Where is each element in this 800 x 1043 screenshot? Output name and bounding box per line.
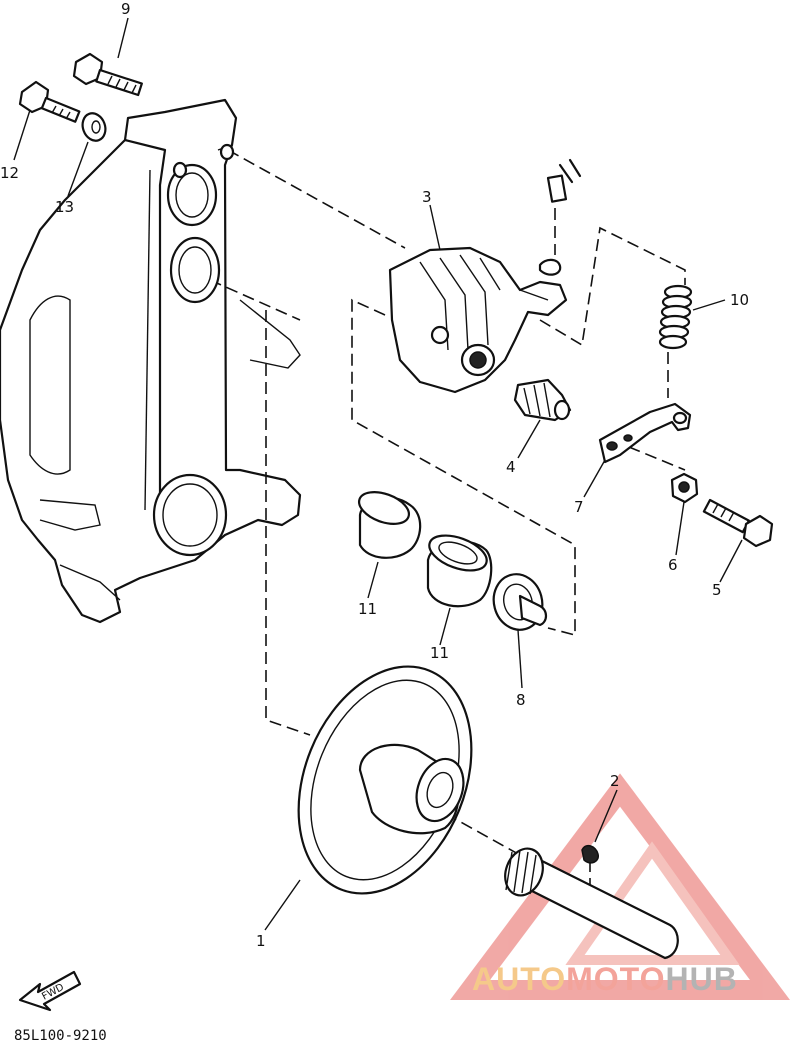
callout-11a: 11: [358, 600, 377, 618]
callout-12: 12: [0, 164, 19, 182]
bolt-12-icon: [18, 80, 81, 123]
callout-1: 1: [256, 932, 266, 950]
callout-9: 9: [121, 0, 131, 18]
key-2-icon: [581, 844, 599, 864]
diagram-code: 85L100-9210: [14, 1028, 107, 1043]
callout-3: 3: [422, 188, 432, 206]
callout-2: 2: [610, 772, 620, 790]
callout-8: 8: [516, 691, 526, 709]
nut-6-icon: [670, 472, 699, 504]
callout-11b: 11: [430, 644, 449, 662]
bracket-3: [388, 246, 568, 394]
lever-plate-7: [598, 402, 692, 464]
watermark-moto: MOTO: [566, 961, 665, 997]
callout-6: 6: [668, 556, 678, 574]
pulley-disc-1: [297, 665, 473, 895]
watermark-text: AUTOMOTOHUB: [472, 961, 738, 997]
bolt-5-icon: [702, 498, 774, 548]
callout-10: 10: [730, 291, 749, 309]
callout-4: 4: [506, 458, 516, 476]
bushing-11b-icon: [426, 534, 493, 608]
spring-10-icon: [658, 284, 693, 350]
leader-lines: [13, 17, 743, 931]
washer-13-icon: [81, 112, 107, 142]
bolt-9-icon: [72, 52, 143, 97]
callout-labels: 9 12 13 3 10 4 7 6 5 11 11 8 2 1: [0, 0, 749, 950]
fwd-arrow-icon: FWD: [18, 970, 82, 1012]
shaft-pin-8: [492, 573, 548, 631]
callout-5: 5: [712, 581, 722, 599]
watermark-hub: HUB: [665, 961, 737, 997]
housing-cover: [0, 98, 302, 624]
cable-end-icon: [538, 158, 582, 276]
gear-4-icon: [513, 378, 572, 422]
callout-13: 13: [55, 198, 74, 216]
drive-shaft: [504, 847, 679, 960]
bushing-11a-icon: [358, 491, 422, 559]
callout-7: 7: [574, 498, 584, 516]
watermark-auto: AUTO: [472, 961, 566, 997]
